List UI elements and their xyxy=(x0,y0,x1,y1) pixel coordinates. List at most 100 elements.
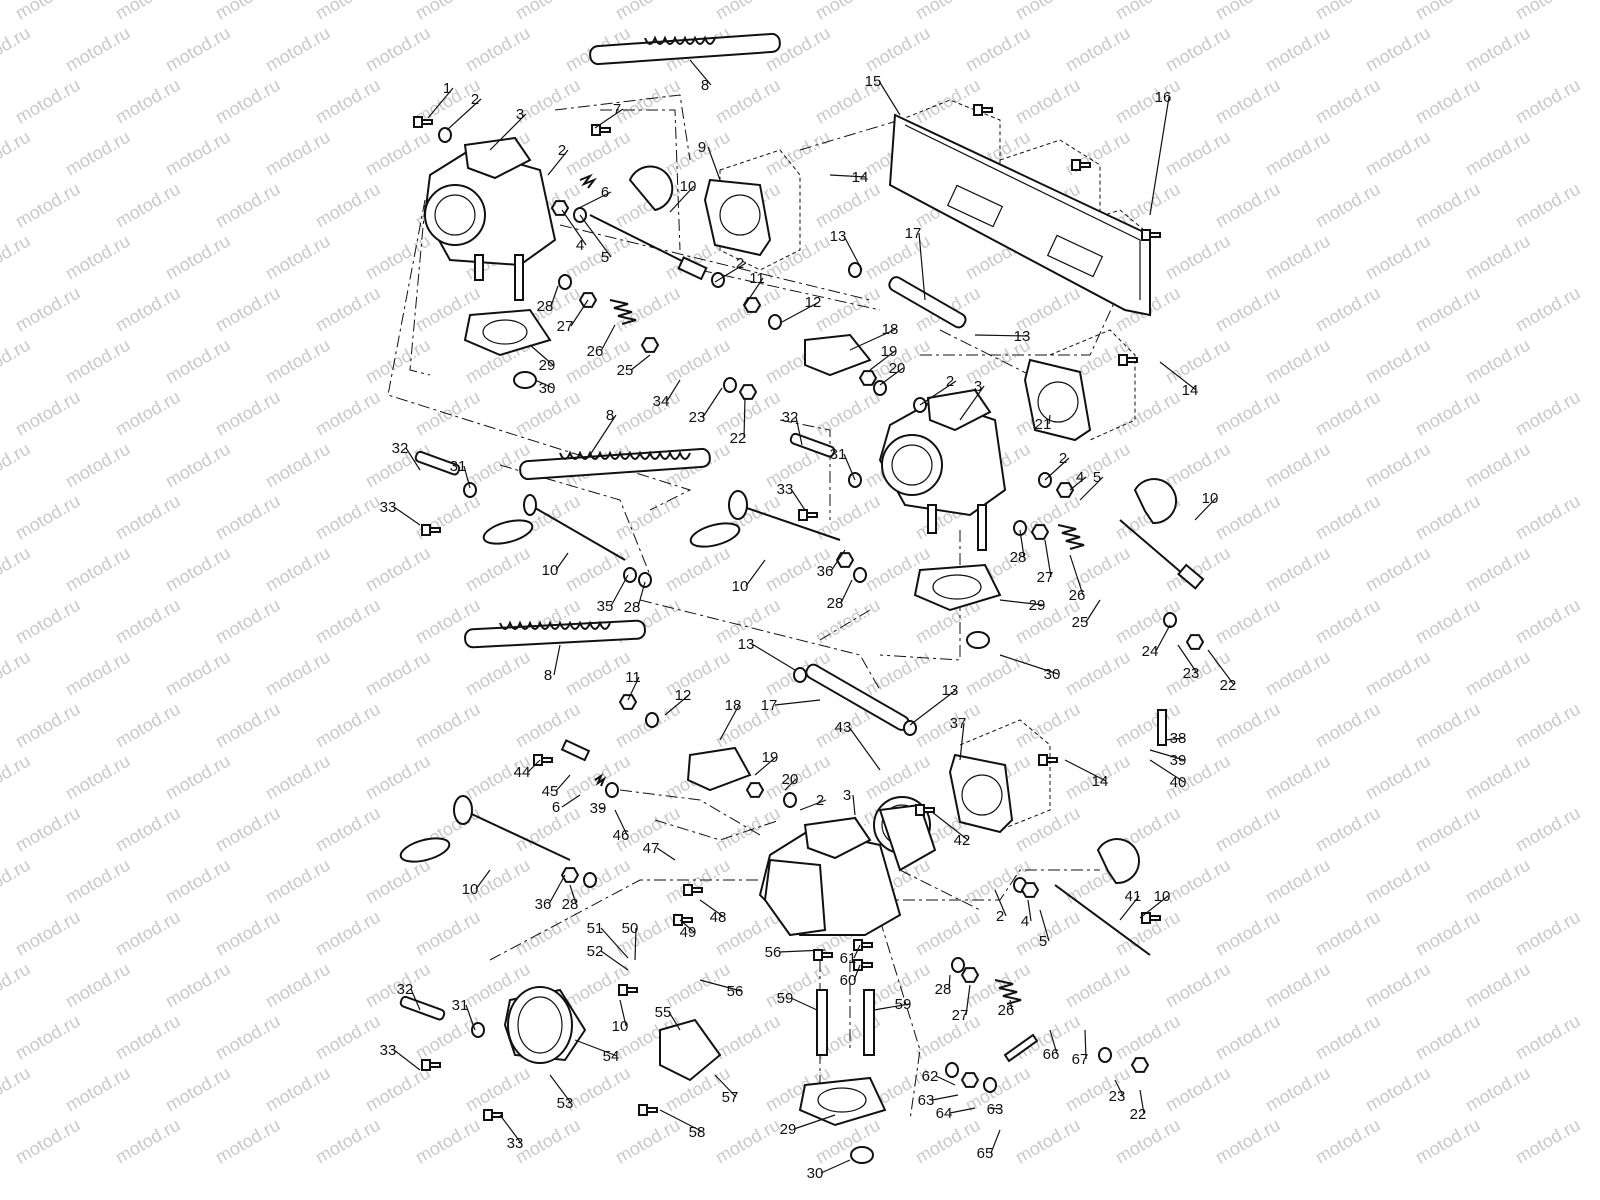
watermark-text: motod.ru xyxy=(362,855,434,908)
watermark-text: motod.ru xyxy=(312,907,384,960)
watermark-text: motod.ru xyxy=(962,23,1034,76)
callout-number: 36 xyxy=(817,563,834,580)
callout-leader xyxy=(600,950,629,971)
watermark-text: motod.ru xyxy=(1462,751,1534,804)
callout-leader xyxy=(790,488,806,511)
watermark-text: motod.ru xyxy=(1362,231,1434,284)
watermark-text: motod.ru xyxy=(62,855,134,908)
callout-number: 2 xyxy=(558,142,566,159)
watermark-text: motod.ru xyxy=(112,803,184,856)
callout-leader xyxy=(614,809,628,836)
watermark-text: motod.ru xyxy=(362,543,434,596)
callout-number: 14 xyxy=(1182,382,1199,399)
watermark-text: motod.ru xyxy=(162,439,234,492)
callout-leader xyxy=(843,235,863,271)
watermark-text: motod.ru xyxy=(1362,959,1434,1012)
springs xyxy=(579,173,1085,1005)
watermark-text: motod.ru xyxy=(62,959,134,1012)
callout-leader xyxy=(959,385,985,421)
nut-part xyxy=(550,200,570,216)
nut-part xyxy=(1020,882,1040,898)
watermark-text: motod.ru xyxy=(1262,855,1334,908)
watermark-text: motod.ru xyxy=(562,647,634,700)
callout-number: 7 xyxy=(613,101,621,118)
callout-number: 39 xyxy=(1170,752,1187,769)
callout-leader xyxy=(1114,1079,1124,1097)
callout-leader xyxy=(974,334,1029,337)
callout-leader xyxy=(1069,476,1087,491)
watermark-text: motod.ru xyxy=(362,127,434,180)
callout-number: 29 xyxy=(780,1121,797,1138)
callout-number: 44 xyxy=(514,764,531,781)
watermark-text: motod.ru xyxy=(862,751,934,804)
callout-number: 67 xyxy=(1072,1051,1089,1068)
watermark-text: motod.ru xyxy=(1362,439,1434,492)
watermark-text: motod.ru xyxy=(1412,491,1484,544)
watermark-text: motod.ru xyxy=(1062,23,1134,76)
watermark-text: motod.ru xyxy=(62,1063,134,1116)
watermark-text: motod.ru xyxy=(1262,543,1334,596)
callout-leader xyxy=(853,964,861,981)
callout-number: 36 xyxy=(535,896,552,913)
callout-number: 22 xyxy=(730,430,747,447)
callout-leader xyxy=(743,397,746,439)
callout-leader xyxy=(574,1039,618,1057)
callout-number: 22 xyxy=(1130,1106,1147,1123)
callout-number: 32 xyxy=(392,440,409,457)
watermark-text: motod.ru xyxy=(0,959,34,1012)
callout-leader xyxy=(570,299,589,327)
watermark-text: motod.ru xyxy=(62,231,134,284)
callout-number: 59 xyxy=(895,996,912,1013)
callout-number: 33 xyxy=(380,1042,397,1059)
watermark-text: motod.ru xyxy=(312,283,384,336)
watermark-text: motod.ru xyxy=(1512,387,1584,440)
callout-leader xyxy=(878,80,901,116)
nut-part xyxy=(742,297,762,313)
watermark-text: motod.ru xyxy=(162,231,234,284)
callout-number: 39 xyxy=(590,800,607,817)
callout-number: 3 xyxy=(516,106,524,123)
watermark-text: motod.ru xyxy=(1312,179,1384,232)
callout-leader xyxy=(668,1011,681,1031)
watermark-text: motod.ru xyxy=(0,231,34,284)
watermark-text: motod.ru xyxy=(512,803,584,856)
bolt-part xyxy=(798,509,818,521)
callout-leader xyxy=(550,285,559,307)
watermark-text: motod.ru xyxy=(262,231,334,284)
watermark-text: motod.ru xyxy=(1162,439,1234,492)
watermark-text: motod.ru xyxy=(0,751,34,804)
watermark-text: motod.ru xyxy=(1512,803,1584,856)
callout-number: 13 xyxy=(1014,328,1031,345)
watermark-text: motod.ru xyxy=(1412,1115,1484,1168)
watermark-text: motod.ru xyxy=(1412,0,1484,23)
callout-number: 28 xyxy=(537,298,554,315)
watermark-text: motod.ru xyxy=(962,647,1034,700)
watermark-text: motod.ru xyxy=(12,387,84,440)
washer-part xyxy=(853,567,867,583)
callout-number: 28 xyxy=(935,981,952,998)
watermark-text: motod.ru xyxy=(1262,647,1334,700)
callout-leader xyxy=(579,214,612,258)
callout-leader xyxy=(1149,759,1185,783)
watermark-text: motod.ru xyxy=(12,179,84,232)
callout-leader xyxy=(989,1107,1002,1110)
callout-number: 20 xyxy=(782,771,799,788)
callout-leader xyxy=(744,277,764,306)
watermark-text: motod.ru xyxy=(0,439,34,492)
callout-leader xyxy=(499,1114,522,1144)
watermark-text: motod.ru xyxy=(262,439,334,492)
callout-number: 5 xyxy=(1039,933,1047,950)
washer-part xyxy=(638,572,652,588)
bolt-part xyxy=(1141,229,1161,241)
callout-number: 25 xyxy=(1072,614,1089,631)
watermark-text: motod.ru xyxy=(0,855,34,908)
washer-part xyxy=(645,712,659,728)
callout-leader xyxy=(589,414,617,456)
callout-number: 2 xyxy=(471,91,479,108)
watermark-text: motod.ru xyxy=(162,959,234,1012)
callout-leaders xyxy=(393,59,1235,1174)
callout-leader xyxy=(754,756,777,776)
watermark-text: motod.ru xyxy=(1062,127,1134,180)
watermark-text: motod.ru xyxy=(712,1011,784,1064)
callout-leader xyxy=(702,387,723,418)
